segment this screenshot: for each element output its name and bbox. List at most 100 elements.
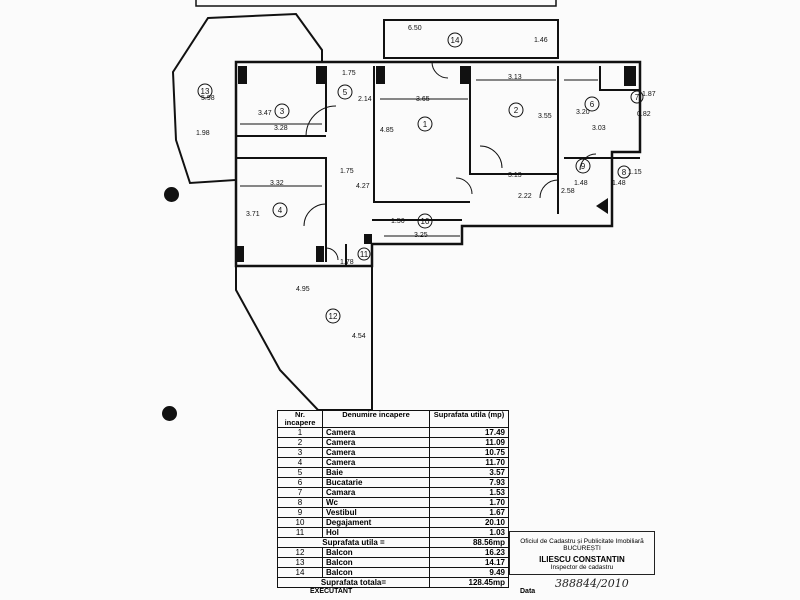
room-number: 5 [343,88,348,97]
dimension-label: 4.54 [352,333,366,340]
room-name-cell: Camera [322,437,430,448]
room-number-cell: 14 [277,567,323,578]
room-number-cell: 3 [277,447,323,458]
dimension-label: 5.98 [201,95,215,102]
dimension-label: 3.32 [270,180,284,187]
total-summary-row: Suprafata totala= 128.45mp [277,577,509,588]
util-value: 88.56mp [429,537,509,548]
table-header-row: Nr. incapere Denumire incapere Suprafata… [277,410,509,428]
dimension-label: 1.75 [340,168,354,175]
room-number-cell: 9 [277,507,323,518]
header-nr: Nr. incapere [277,410,323,428]
dimension-label: 1.98 [196,130,210,137]
dimension-label: 0.82 [637,111,651,118]
cadastre-stamp: Oficiul de Cadastru și Publicitate Imobi… [509,531,655,575]
util-summary-row: Suprafata utila = 88.56mp [277,537,509,548]
room-area-cell: 7.93 [429,477,509,488]
dimension-label: 3.20 [576,109,590,116]
room-name-cell: Wc [322,497,430,508]
room-area-cell: 16.23 [429,547,509,558]
room-name-cell: Vestibul [322,507,430,518]
room-name-cell: Bucatarie [322,477,430,488]
util-label: Suprafata utila = [277,537,430,548]
dimension-label: 1.15 [628,169,642,176]
room-number-cell: 2 [277,437,323,448]
room-number-cell: 11 [277,527,323,538]
room-area-cell: 1.70 [429,497,509,508]
room-area-cell: 9.49 [429,567,509,578]
bullet-mark [162,406,177,421]
header-area: Suprafata utila (mp) [429,410,509,428]
room-area-cell: 10.75 [429,447,509,458]
room-name-cell: Balcon [322,547,430,558]
dimension-label: 3.13 [508,172,522,179]
room-name-cell: Camara [322,487,430,498]
room-area-cell: 1.53 [429,487,509,498]
room-area-cell: 17.49 [429,427,509,438]
dimension-label: 1.75 [342,70,356,77]
stamp-name: ILIESCU CONSTANTIN [539,555,625,564]
handwritten-number: 388844/2010 [555,577,629,590]
room-number-cell: 6 [277,477,323,488]
room-number: 4 [278,206,283,215]
room-number-cell: 5 [277,467,323,478]
dimension-label: 3.65 [416,96,430,103]
room-number: 10 [421,217,430,226]
room-area-cell: 20.10 [429,517,509,528]
room-name-cell: Balcon [322,557,430,568]
room-area-cell: 14.17 [429,557,509,568]
dimension-label: 2.58 [561,188,575,195]
header-name: Denumire incapere [322,410,430,428]
bullet-mark [164,187,179,202]
room-number: 3 [280,107,285,116]
stamp-office: Oficiul de Cadastru și Publicitate Imobi… [520,538,644,552]
dimension-label: 1.56 [391,218,405,225]
dimension-label: 4.95 [296,286,310,293]
dimension-label: 4.27 [356,183,370,190]
room-name-cell: Camera [322,427,430,438]
room-number-cell: 1 [277,427,323,438]
dimension-label: 3.03 [592,125,606,132]
room-number-cell: 12 [277,547,323,558]
room-number: 14 [451,36,460,45]
room-number: 2 [514,106,519,115]
room-area-cell: 11.09 [429,437,509,448]
total-value: 128.45mp [429,577,509,588]
dimension-label: 3.25 [414,232,428,239]
dimension-label: 1.46 [534,37,548,44]
room-name-cell: Camera [322,457,430,468]
room-name-cell: Camera [322,447,430,458]
room-number: 7 [635,93,640,102]
total-label: Suprafata totala= [277,577,430,588]
executant-label: EXECUTANT [310,588,353,595]
dimension-label: 1.87 [642,91,656,98]
dimension-label: 2.22 [518,193,532,200]
dimension-label: 3.13 [508,74,522,81]
dimension-label: 1.48 [574,180,588,187]
dimension-label: 3.71 [246,211,260,218]
room-number: 9 [581,162,586,171]
room-name-cell: Degajament [322,517,430,528]
room-number-cell: 13 [277,557,323,568]
dimension-label: 6.50 [408,25,422,32]
dimension-label: 2.14 [358,96,372,103]
dimension-label: 1.78 [340,259,354,266]
room-area-cell: 11.70 [429,457,509,468]
dimension-label: 3.47 [258,110,272,117]
room-number-cell: 7 [277,487,323,498]
room-name-cell: Balcon [322,567,430,578]
